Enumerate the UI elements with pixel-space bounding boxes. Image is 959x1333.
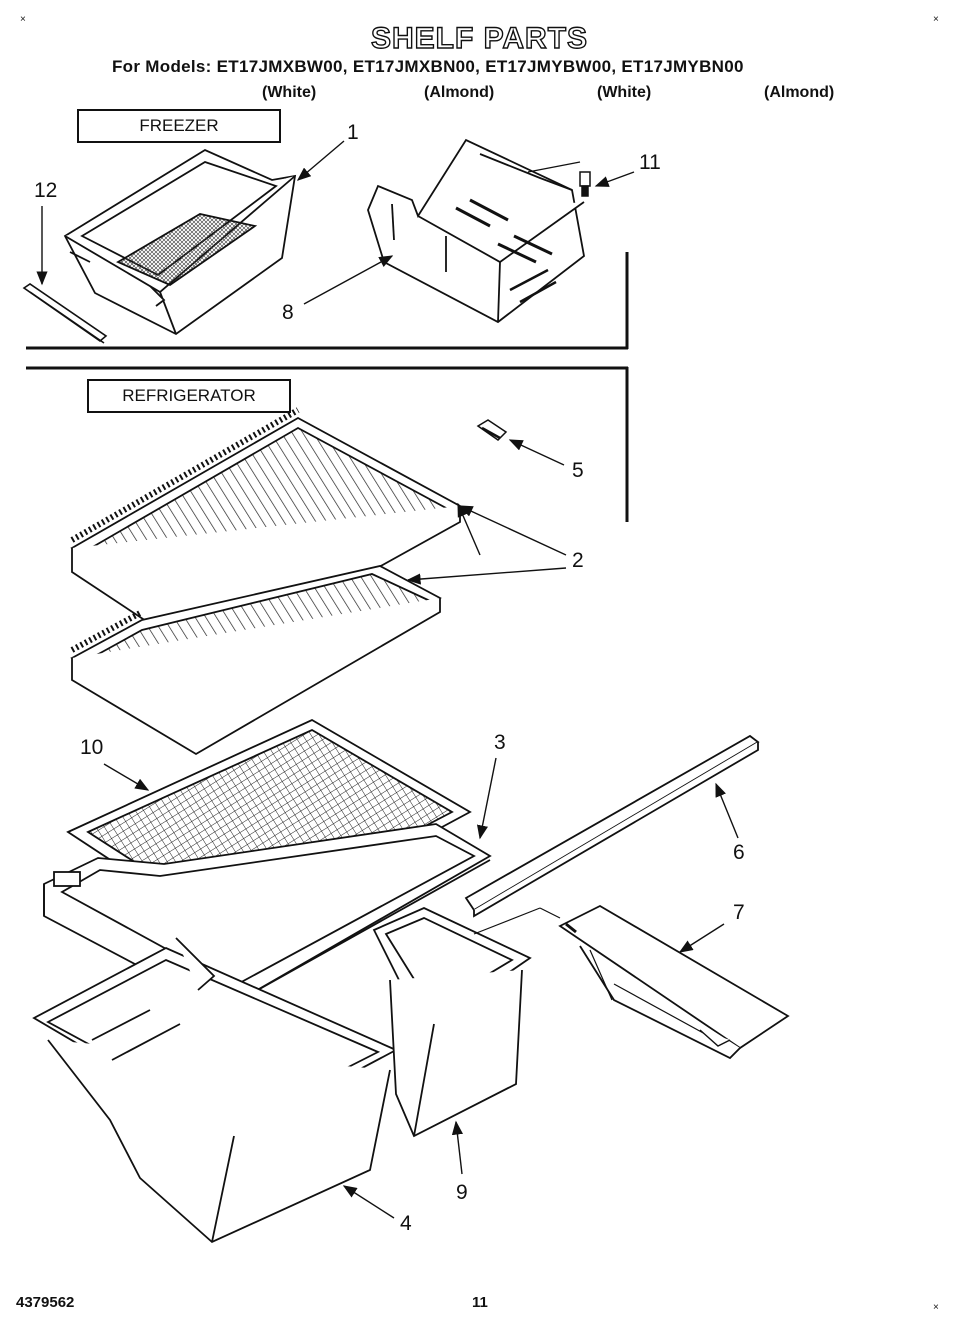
finish-label-2: (Almond) (424, 84, 495, 101)
part-8-freezer-shelf (367, 138, 585, 324)
finish-label-4: (Almond) (764, 84, 835, 101)
corner-mark: × (20, 14, 26, 25)
callout-3: 3 (494, 731, 506, 754)
leader-10 (103, 763, 150, 791)
part-2-upper-shelf (70, 407, 462, 664)
leader-6 (715, 782, 739, 839)
part-4-crisper-drawer (32, 937, 399, 1244)
models-line: For Models: ET17JMXBW00, ET17JMXBN00, ET… (112, 57, 744, 76)
callout-8: 8 (282, 301, 294, 324)
part-5-clip (476, 419, 508, 441)
leader-2a (457, 502, 481, 556)
callout-1: 1 (347, 121, 359, 144)
refrigerator-section-label: REFRIGERATOR (87, 379, 291, 413)
page-number: 11 (472, 1294, 488, 1311)
leader-9 (451, 1120, 464, 1175)
part-1-freezer-basket (63, 148, 297, 336)
callout-7: 7 (733, 901, 745, 924)
bracket-connector-line (539, 907, 561, 919)
freezer-section-border (26, 252, 629, 350)
leader-5 (508, 439, 565, 466)
leader-11 (594, 171, 635, 187)
corner-mark: × (933, 1302, 939, 1313)
part-9-small-drawer (372, 907, 532, 1138)
leader-3 (476, 757, 497, 840)
part-7-bracket (558, 904, 790, 1060)
corner-mark: × (933, 14, 939, 25)
callout-2: 2 (572, 549, 584, 572)
leader-4 (342, 1185, 395, 1219)
leader-2b (458, 505, 567, 556)
callout-9: 9 (456, 1181, 468, 1204)
callout-11: 11 (639, 151, 661, 174)
leader-1 (296, 140, 345, 181)
finish-label-1: (White) (262, 84, 317, 101)
refrigerator-section-border (26, 366, 629, 522)
leader-8 (303, 255, 394, 305)
part-12-trim-strip (22, 283, 108, 344)
document-number: 4379562 (16, 1294, 75, 1311)
leader-7 (678, 923, 725, 953)
page-title: SHELF PARTS (370, 21, 589, 55)
screw-connector-line (527, 161, 581, 173)
freezer-section-label: FREEZER (77, 109, 281, 143)
callout-12: 12 (34, 179, 58, 202)
callout-5: 5 (572, 459, 584, 482)
finish-label-3: (White) (597, 84, 652, 101)
part-6-trim-strip (464, 734, 760, 918)
bracket-connector-line (473, 907, 541, 935)
part-11-screw (579, 171, 591, 197)
callout-4: 4 (400, 1212, 412, 1235)
callout-6: 6 (733, 841, 745, 864)
leader-2c (406, 567, 567, 585)
callout-10: 10 (80, 736, 104, 759)
